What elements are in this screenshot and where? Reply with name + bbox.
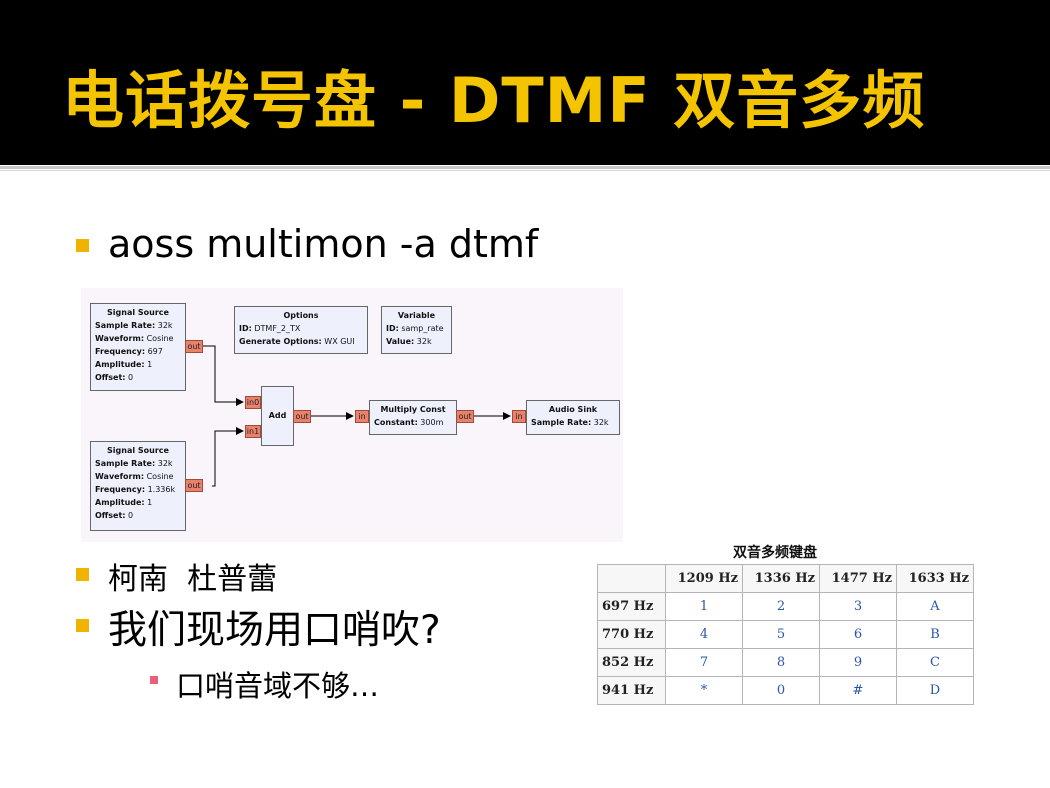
key-cell: 2: [742, 592, 820, 621]
flowgraph-connections: [199, 345, 511, 487]
row-header: 852 Hz: [597, 648, 666, 677]
table-header-row: 1209 Hz 1336 Hz 1477 Hz 1633 Hz: [597, 564, 974, 593]
wire-source2-add: [212, 427, 244, 487]
bullet-marker: [76, 568, 89, 581]
key-cell: 1: [665, 592, 743, 621]
variable-block[interactable]: Variable ID: samp_rate Value: 32k: [381, 306, 452, 354]
source1-out-port[interactable]: out: [185, 340, 203, 353]
sub-bullet-marker: [150, 676, 158, 684]
sub-bullet-text: 口哨音域不够…: [176, 669, 380, 703]
key-cell: 9: [819, 648, 897, 677]
table-row: 697 Hz 1 2 3 A: [597, 592, 974, 621]
key-cell: 4: [665, 620, 743, 649]
table-row: 852 Hz 7 8 9 C: [597, 648, 974, 677]
header-rule: [0, 166, 1050, 169]
bullet-text-command: aoss multimon -a dtmf: [108, 222, 539, 266]
keypad-caption: 双音多频键盘: [733, 545, 817, 561]
multiply-in-port[interactable]: in: [355, 410, 369, 423]
add-out-port[interactable]: out: [293, 410, 311, 423]
options-block[interactable]: Options ID: DTMF_2_TX Generate Options: …: [234, 306, 368, 354]
key-cell: B: [896, 620, 974, 649]
table-row: 941 Hz * 0 # D: [597, 676, 974, 705]
bullet-text-names: 柯南 杜普蕾: [108, 562, 278, 597]
dtmf-keypad-table: 1209 Hz 1336 Hz 1477 Hz 1633 Hz 697 Hz 1…: [597, 564, 974, 705]
add-block[interactable]: Add: [261, 386, 294, 446]
gnuradio-flowgraph: Signal Source Sample Rate: 32k Waveform:…: [81, 288, 623, 542]
audio-sink-block[interactable]: Audio Sink Sample Rate: 32k: [526, 400, 620, 435]
key-cell: C: [896, 648, 974, 677]
row-header: 941 Hz: [597, 676, 666, 705]
key-cell: 0: [742, 676, 820, 705]
multiply-out-port[interactable]: out: [456, 410, 474, 423]
source2-out-port[interactable]: out: [185, 479, 203, 492]
table-corner-cell: [597, 564, 666, 593]
signal-source-block-2[interactable]: Signal Source Sample Rate: 32k Waveform:…: [90, 441, 186, 531]
add-in1-port[interactable]: in1: [245, 425, 261, 438]
table-row: 770 Hz 4 5 6 B: [597, 620, 974, 649]
key-cell: 7: [665, 648, 743, 677]
wire-source1-add: [199, 345, 244, 406]
multiply-const-block[interactable]: Multiply Const Constant: 300m: [369, 400, 457, 435]
title-bar: 电话拨号盘 - DTMF 双音多频: [0, 0, 1050, 165]
row-header: 770 Hz: [597, 620, 666, 649]
bullet-text-whistle: 我们现场用口哨吹?: [108, 608, 441, 653]
col-header: 1477 Hz: [819, 564, 897, 593]
key-cell: D: [896, 676, 974, 705]
col-header: 1209 Hz: [665, 564, 743, 593]
key-cell: 3: [819, 592, 897, 621]
sink-in-port[interactable]: in: [512, 410, 526, 423]
col-header: 1633 Hz: [896, 564, 974, 593]
key-cell: 5: [742, 620, 820, 649]
header-rule-thin: [0, 170, 1050, 171]
bullet-marker: [76, 619, 89, 632]
col-header: 1336 Hz: [742, 564, 820, 593]
row-header: 697 Hz: [597, 592, 666, 621]
key-cell: 6: [819, 620, 897, 649]
signal-source-block-1[interactable]: Signal Source Sample Rate: 32k Waveform:…: [90, 303, 186, 391]
key-cell: A: [896, 592, 974, 621]
slide-title: 电话拨号盘 - DTMF 双音多频: [62, 64, 926, 137]
add-in0-port[interactable]: in0: [245, 396, 261, 409]
key-cell: *: [665, 676, 743, 705]
bullet-marker: [76, 239, 89, 252]
key-cell: 8: [742, 648, 820, 677]
key-cell: #: [819, 676, 897, 705]
